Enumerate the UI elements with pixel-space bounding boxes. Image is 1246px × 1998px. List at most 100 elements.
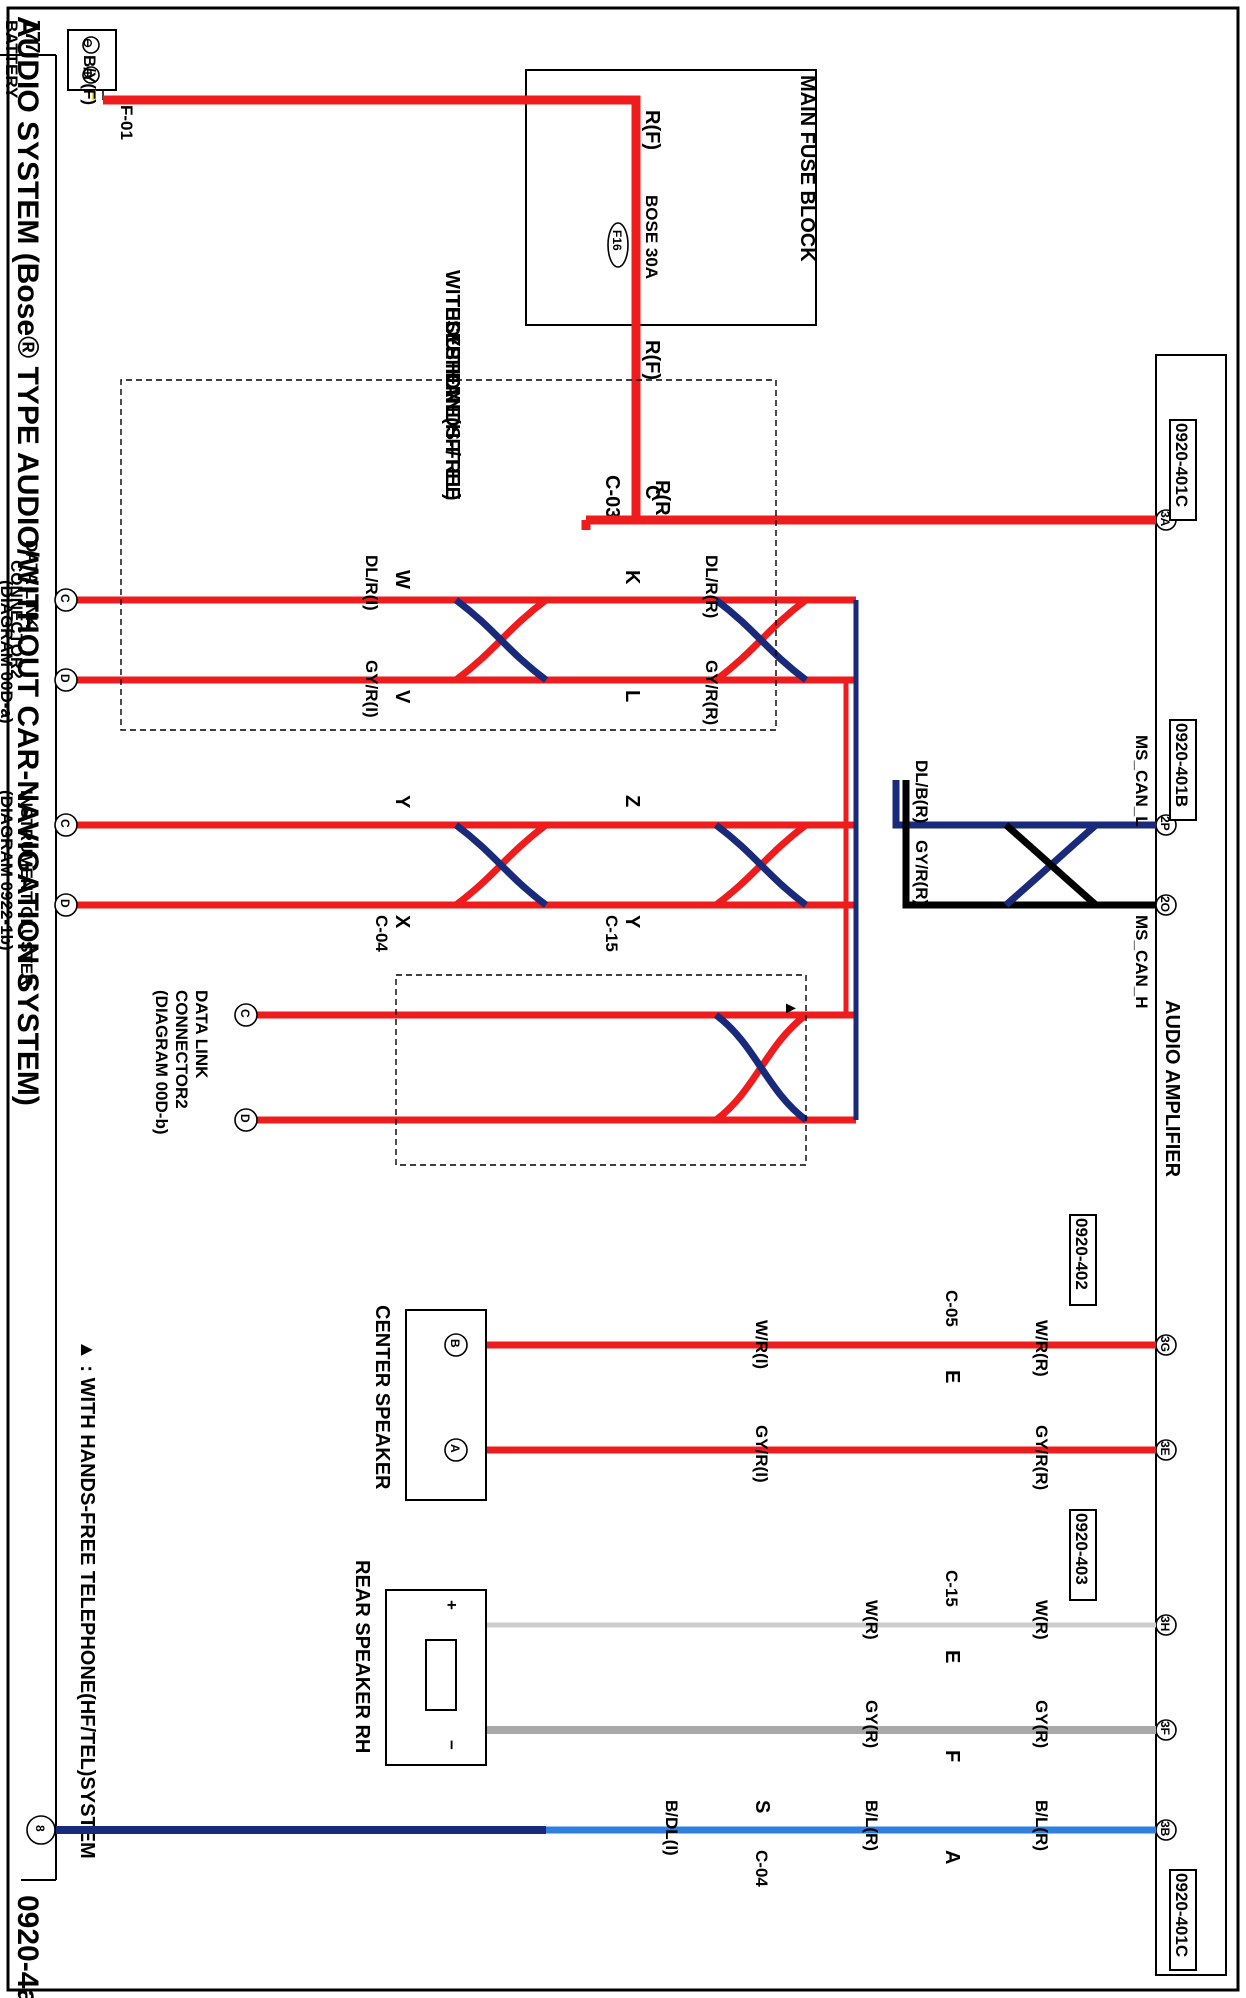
dlc-a-pin-d: D (58, 674, 72, 683)
f01-label: F-01 (117, 105, 136, 140)
fuse-rating: BOSE 30A (642, 195, 661, 279)
wire-r-f-top: R(F) (641, 110, 663, 150)
pin-2p: 2P (1158, 816, 1172, 831)
b-l-r-mid: B/L(R) (862, 1800, 881, 1851)
speaker-icon (425, 1639, 457, 1711)
a-label: A (941, 1850, 963, 1864)
dlc-b-3: (DIAGRAM 00D-b) (152, 990, 171, 1135)
c03-label: C-03 (601, 475, 623, 518)
without-hf-1: WITHOUT HANDS-FREE (441, 270, 463, 500)
conn-402: 0920-402 (1072, 1218, 1091, 1290)
c15b-label: C-15 (942, 1570, 961, 1607)
pin-3b: 3B (1158, 1821, 1172, 1837)
c03-pin: C (641, 485, 663, 499)
pin-3h: 3H (1158, 1616, 1172, 1631)
ic-pin-c: C (58, 819, 72, 828)
audio-amplifier-label: AUDIO AMPLIFIER (1161, 1000, 1183, 1178)
gy-r-top: GY(R) (1032, 1700, 1051, 1748)
label-l: L (621, 690, 643, 702)
b-dl-i: B/DL(I) (662, 1800, 681, 1856)
e2-label: E (941, 1650, 963, 1663)
left-dl-r-r: DL/R(R) (702, 555, 721, 618)
wire-r-f-bottom: R(F) (641, 340, 663, 380)
rs-minus: − (442, 1740, 461, 1750)
center-speaker (405, 1309, 487, 1501)
center-speaker-label: CENTER SPEAKER (371, 1305, 393, 1490)
dlc-b-pin-c: C (238, 1009, 252, 1018)
dlc-a-pin-c: C (58, 594, 72, 603)
left-gy-r-r: GY/R(R) (702, 660, 721, 725)
battery-negative: ⊖ (81, 38, 95, 48)
without-hf-3: SYSTEM (441, 320, 463, 402)
wire-dl-b-r: DL/B(R) (912, 760, 931, 823)
pin-3f: 3F (1158, 1721, 1172, 1735)
pin-2o: 2O (1158, 896, 1172, 912)
gy-r-mid: GY(R) (862, 1700, 881, 1748)
diagram-title: AUDIO SYSTEM (Bose® TYPE AUDIO/WITHOUT C… (11, 16, 44, 1106)
label-v: V (391, 690, 413, 704)
battery-label: BATTERY (2, 20, 21, 99)
dlc-a-2: CONNECTOR2 (7, 560, 26, 679)
f-label: F (941, 1750, 963, 1762)
main-fuse-block (525, 69, 817, 326)
wire-r-r: R(R) (651, 480, 673, 522)
rs-plus: + (442, 1600, 461, 1610)
ms-can-h: MS_CAN_H (1132, 915, 1151, 1009)
label-w: W (391, 570, 413, 589)
e-label: E (941, 1370, 963, 1383)
rear-speaker-label: REAR SPEAKER RH (351, 1560, 373, 1753)
left-dl-r-i: DL/R(I) (362, 555, 381, 611)
wire-gy-r-r: GY/R(R) (912, 840, 931, 905)
c05-label: C-05 (942, 1290, 961, 1327)
dlc-b-2: CONNECTOR2 (172, 990, 191, 1109)
diagram-frame (6, 6, 1240, 1992)
ic-1: INSTRUMENT CLUSTER (17, 790, 36, 986)
can-bus: MS_CAN_L MS_CAN_H DL/B(R) GY/R(R) (892, 735, 1156, 1009)
w-r-mid: W(R) (862, 1600, 881, 1640)
page-code: 0920-4a (11, 1895, 44, 1998)
ic-2: (DIAGRAM 0922-1b) (0, 790, 16, 951)
ground-point (26, 1815, 56, 1845)
label-z: Z (621, 795, 643, 807)
pin-3a: 3A (1158, 511, 1172, 527)
label-c04: C-04 (372, 915, 391, 952)
conn-401c-top: 0920-401C (1172, 423, 1191, 507)
ic-pin-d: D (58, 899, 72, 908)
dlc-a-1: DATA LINK (22, 540, 41, 629)
ground-symbol: 777 (21, 20, 43, 53)
w-r-r: W/R(R) (1032, 1320, 1051, 1377)
pin-3e: 3E (1158, 1441, 1172, 1456)
cs-pin-a: A (448, 1444, 462, 1453)
battery-positive: ⊕ (81, 68, 95, 78)
battery: ⊖ ⊕ BATTERY (2, 20, 117, 99)
hf-triangle: ▲ (782, 1000, 801, 1017)
conn-401b: 0920-401B (1172, 723, 1191, 807)
conn-403: 0920-403 (1072, 1513, 1091, 1585)
label-y2: Y (391, 795, 413, 809)
cs-pin-b: B (448, 1339, 462, 1348)
left-gy-r-i: GY/R(I) (362, 660, 381, 718)
dlc-a-3: (DIAGRAM 00D-a) (0, 580, 16, 724)
dlc-b-pin-d: D (238, 1114, 252, 1123)
with-hf-box (395, 974, 807, 1166)
ms-can-l: MS_CAN_L (1132, 735, 1151, 827)
ground-point-number: 8 (33, 1825, 47, 1832)
amp-pins: 3A 2P 2O 3G 3E 3H 3F 3B (1155, 509, 1177, 1841)
dlc-b-1: DATA LINK (192, 990, 211, 1079)
without-hf-box (120, 379, 777, 731)
pin-3g: 3G (1158, 1336, 1172, 1352)
label-c15: C-15 (602, 915, 621, 952)
label-x: X (391, 915, 413, 929)
wire-b-y-f: B/Y(F) (80, 55, 99, 105)
gy-r-i-center: GY/R(I) (752, 1425, 771, 1483)
fuse-id: F16 (610, 230, 624, 251)
s-label: S (751, 1800, 773, 1813)
main-fuse-block-label: MAIN FUSE BLOCK (796, 75, 818, 262)
without-hf-2: TELEPHONE(HF/TEL) (441, 295, 463, 501)
gy-r-r-center: GY/R(R) (1032, 1425, 1051, 1490)
b-l-r-top: B/L(R) (1032, 1800, 1051, 1851)
w-r-i: W/R(I) (752, 1320, 771, 1369)
label-k: K (621, 570, 643, 585)
hf-note: ▲ : WITH HANDS-FREE TELEPHONE(HF/TEL)SYS… (76, 1340, 98, 1859)
